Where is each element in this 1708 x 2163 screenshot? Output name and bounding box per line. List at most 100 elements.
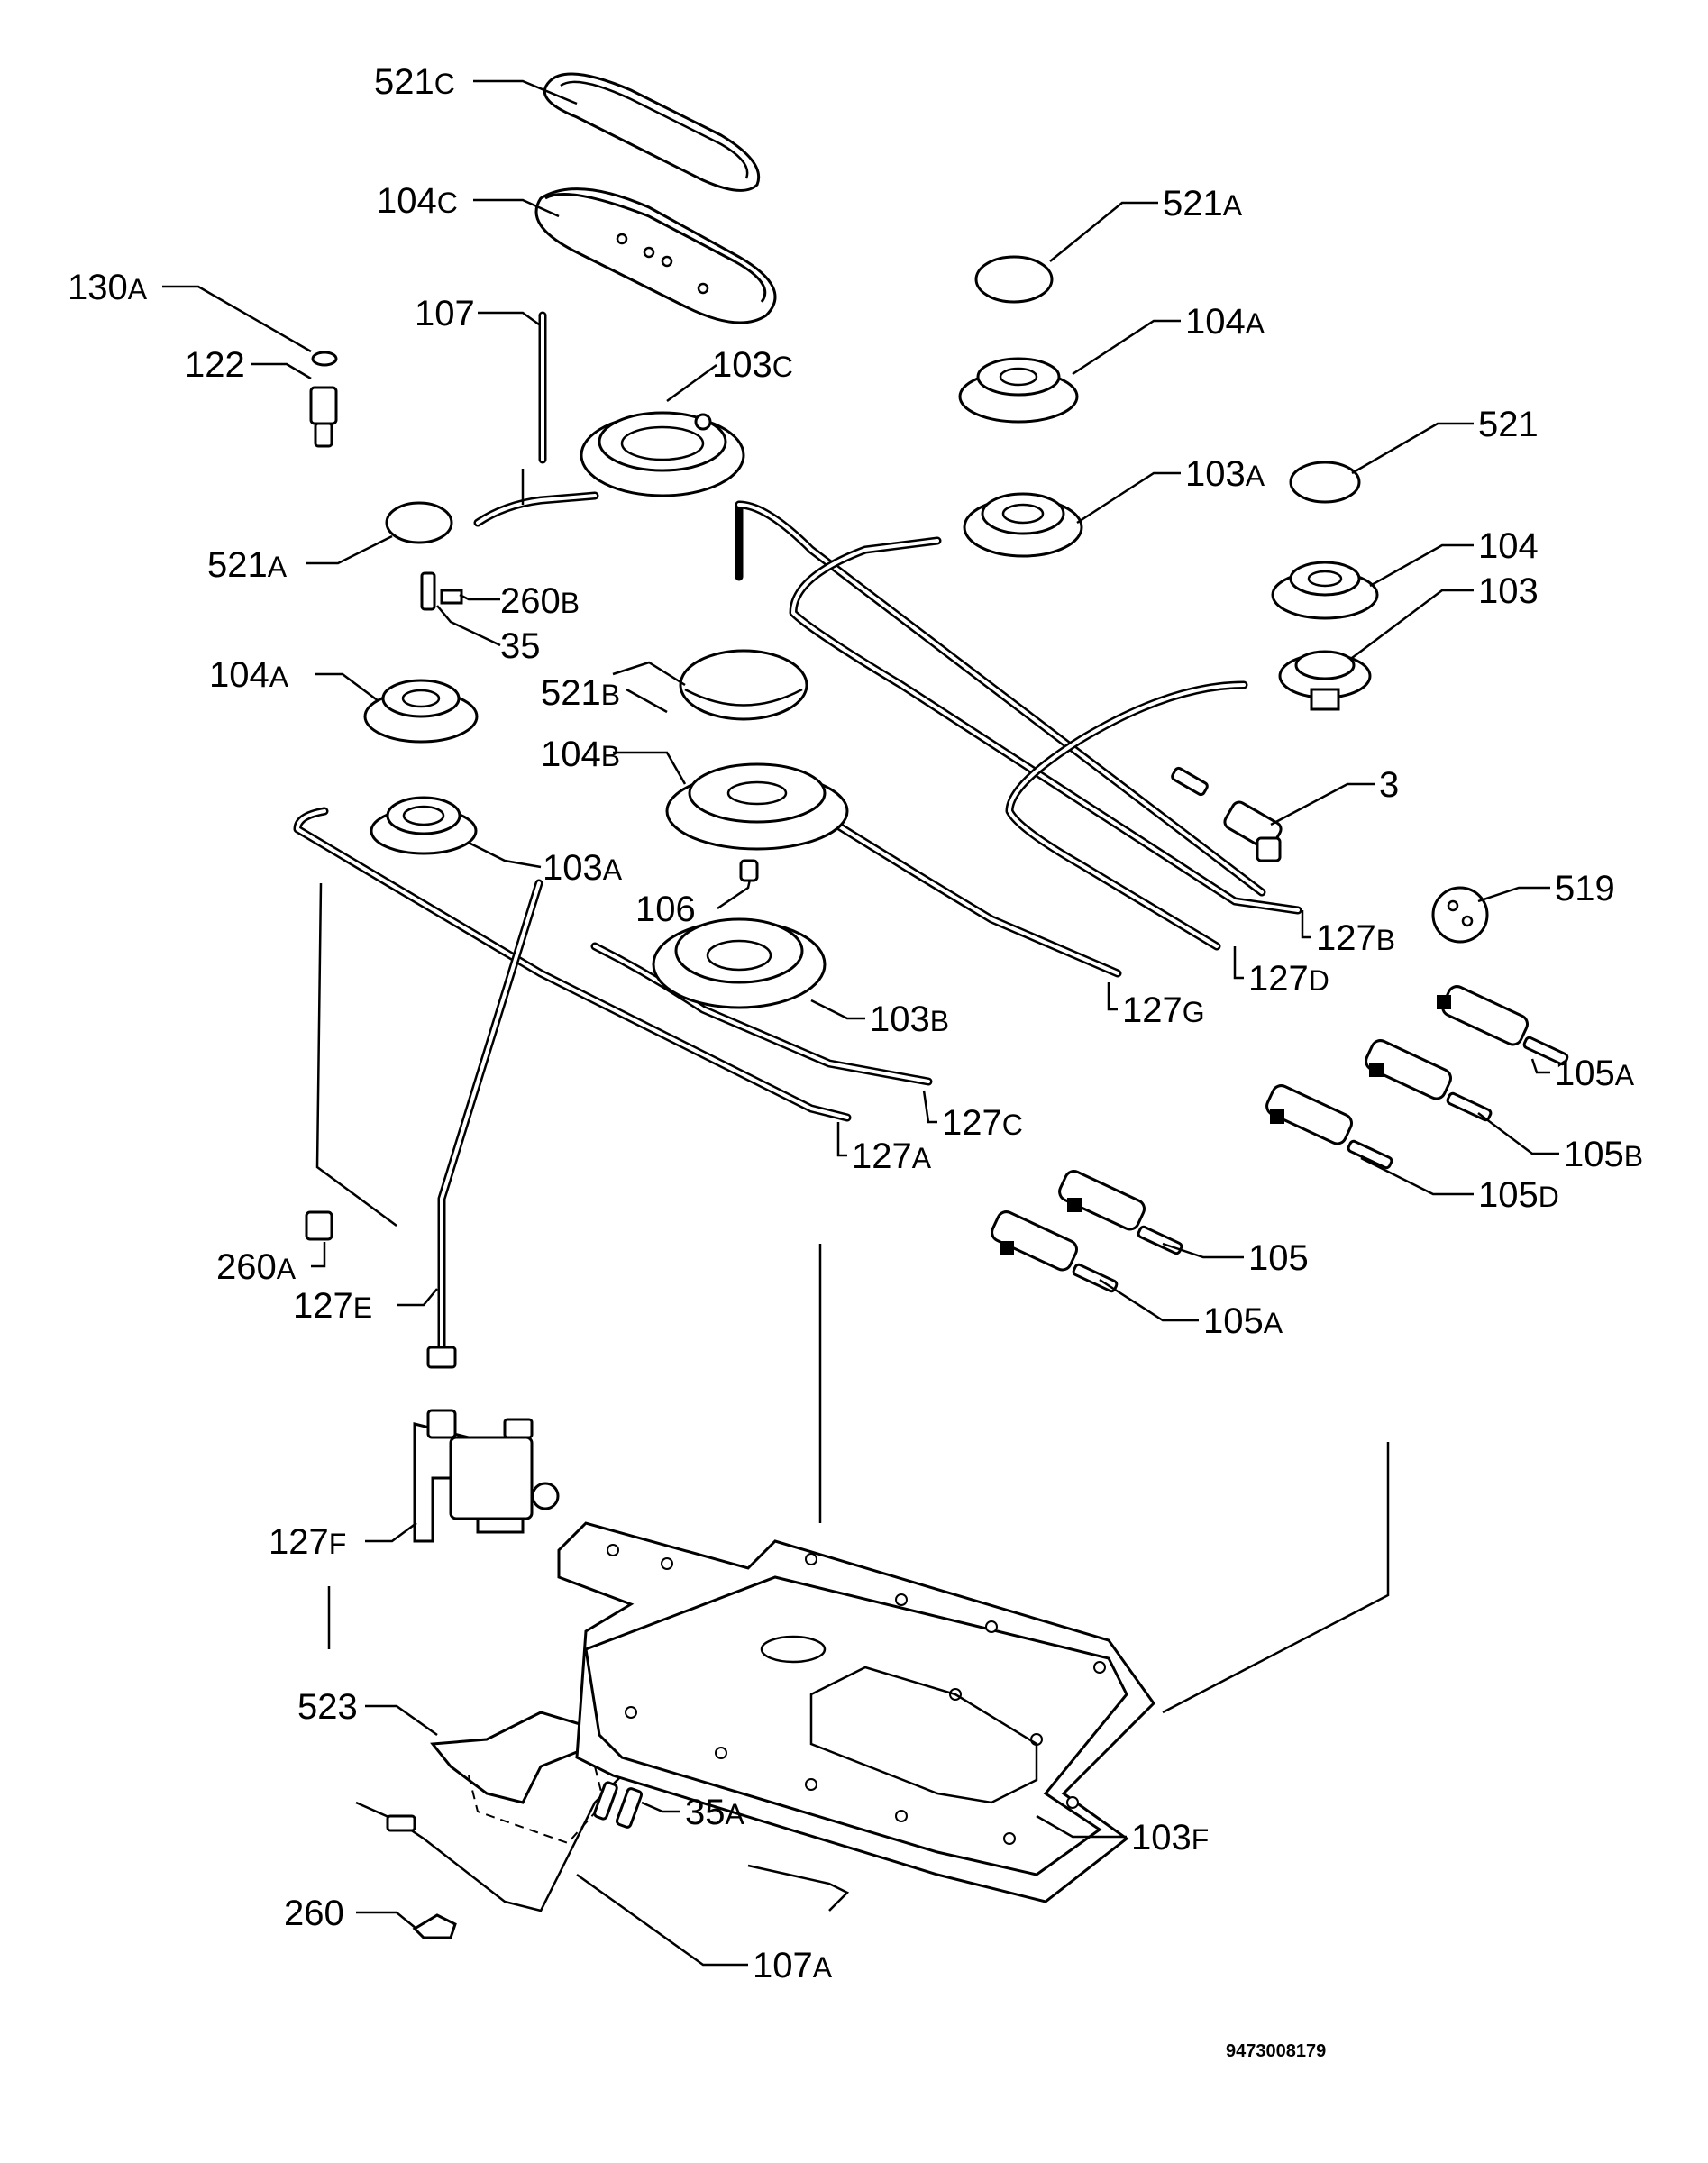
part-104c-oval-burner	[534, 187, 777, 324]
label-suffix: C	[1002, 1109, 1023, 1141]
label-number: 519	[1555, 869, 1615, 908]
label-103f: 103F	[1131, 1818, 1209, 1857]
part-3-safety-valve	[1171, 766, 1283, 862]
leader-lines	[162, 79, 1559, 1967]
part-521a-right-cap	[974, 255, 1054, 304]
label-number: 521	[374, 62, 434, 102]
label-suffix: A	[1223, 189, 1243, 222]
label-suffix: A	[1264, 1307, 1283, 1339]
label-104: 104	[1478, 526, 1539, 566]
label-suffix: B	[930, 1005, 949, 1037]
label-suffix: B	[601, 679, 620, 711]
label-suffix: A	[1246, 307, 1265, 340]
label-number: 106	[635, 890, 696, 929]
label-number: 104	[377, 181, 437, 221]
label-suffix: D	[1309, 964, 1329, 997]
label-number: 260	[500, 581, 561, 621]
part-521c-oval-cap	[543, 72, 760, 192]
label-127b: 127B	[1316, 918, 1395, 958]
part-104a-left-burner	[363, 679, 479, 744]
label-suffix: A	[726, 1798, 745, 1830]
label-number: 105	[1203, 1301, 1264, 1341]
label-number: 35	[500, 626, 541, 666]
label-suffix: A	[813, 1951, 833, 1984]
label-suffix: D	[1539, 1181, 1559, 1213]
part-521-cap	[1289, 461, 1361, 504]
label-number: 103	[1131, 1818, 1192, 1857]
label-number: 107	[753, 1946, 813, 1985]
label-suffix: A	[268, 551, 288, 583]
label-suffix: C	[434, 68, 455, 100]
label-35a: 35A	[685, 1793, 745, 1832]
label-number: 107	[415, 294, 475, 333]
label-number: 521	[207, 545, 268, 585]
label-number: 521	[1478, 405, 1539, 444]
part-260b-35-electrode	[420, 571, 463, 611]
label-number: 105	[1478, 1175, 1539, 1215]
part-519-plate	[1431, 886, 1489, 944]
label-104a-right: 104A	[1185, 302, 1265, 342]
label-521: 521	[1478, 405, 1539, 444]
label-number: 127	[942, 1103, 1002, 1143]
part-103c-burner-base	[580, 411, 745, 497]
label-suffix: A	[603, 853, 623, 886]
label-260b: 260B	[500, 581, 580, 621]
label-number: 104	[541, 735, 601, 774]
part-105a-top-tap	[1437, 985, 1569, 1066]
label-number: 104	[209, 655, 269, 695]
label-127e: 127E	[293, 1286, 372, 1326]
label-number: 130	[68, 268, 128, 307]
part-103a-right-burner-base	[963, 492, 1083, 558]
label-519: 519	[1555, 869, 1615, 908]
label-3: 3	[1379, 765, 1399, 805]
label-suffix: B	[561, 587, 580, 619]
label-127g: 127G	[1122, 990, 1205, 1030]
label-suffix: C	[772, 351, 793, 383]
label-suffix: F	[1192, 1823, 1210, 1856]
label-105: 105	[1248, 1238, 1309, 1278]
label-number: 127	[293, 1286, 353, 1326]
label-suffix: C	[437, 187, 458, 219]
label-suffix: A	[912, 1142, 932, 1174]
part-260a-clip	[305, 1210, 333, 1241]
document-number: 9473008179	[1226, 2041, 1326, 2061]
part-104a-right-burner	[958, 357, 1079, 424]
label-suffix: A	[1246, 460, 1265, 492]
label-107: 107	[415, 294, 475, 333]
label-521b: 521B	[541, 673, 620, 713]
label-number: 105	[1564, 1135, 1624, 1174]
label-103b: 103B	[870, 999, 949, 1039]
label-127f: 127F	[269, 1522, 346, 1562]
label-number: 521	[541, 673, 601, 713]
label-number: 35	[685, 1793, 726, 1832]
label-suffix: B	[1376, 924, 1395, 956]
part-260-clip	[412, 1913, 457, 1939]
label-521c: 521C	[374, 62, 455, 102]
label-number: 104	[1478, 526, 1539, 566]
label-number: 103	[870, 999, 930, 1039]
label-104b: 104B	[541, 735, 620, 774]
label-number: 260	[216, 1247, 277, 1287]
gas-pipes	[293, 311, 1302, 1912]
label-suffix: G	[1183, 996, 1205, 1028]
label-106: 106	[635, 890, 696, 929]
part-521a-left-cap	[385, 501, 453, 544]
label-107a: 107A	[753, 1946, 833, 1985]
assembly-guide-lines	[327, 688, 1390, 1912]
label-number: 103	[712, 345, 772, 385]
part-103-burner-base	[1278, 650, 1372, 711]
label-suffix: A	[1615, 1059, 1635, 1091]
part-104b-large-burner	[665, 762, 849, 851]
label-suffix: B	[1624, 1140, 1643, 1173]
label-104c: 104C	[377, 181, 458, 221]
label-number: 105	[1555, 1054, 1615, 1093]
label-suffix: F	[329, 1528, 347, 1560]
label-103a-left: 103A	[543, 848, 623, 888]
label-105b: 105B	[1564, 1135, 1643, 1174]
label-number: 103	[1185, 454, 1246, 494]
label-number: 104	[1185, 302, 1246, 342]
label-521a-left: 521A	[207, 545, 288, 585]
label-104a-left: 104A	[209, 655, 289, 695]
label-suffix: A	[269, 661, 289, 693]
